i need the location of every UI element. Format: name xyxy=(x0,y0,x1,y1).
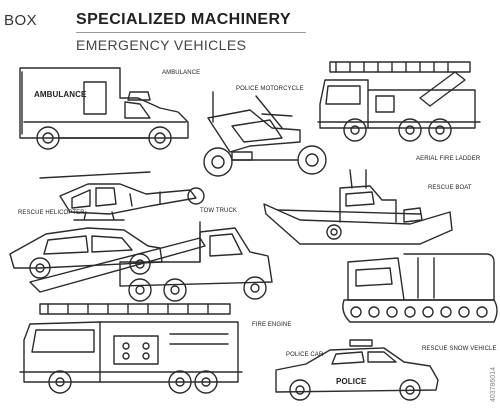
rescue-boat-icon xyxy=(263,169,453,245)
box-label: BOX xyxy=(4,12,38,29)
aerial-fire-ladder-icon xyxy=(317,61,481,142)
label-police-motorcycle: POLICE MOTORCYCLE xyxy=(236,86,304,92)
label-fire-engine: FIRE ENGINE xyxy=(252,322,292,328)
label-rescue-boat: RESCUE BOAT xyxy=(428,185,472,191)
ambulance-body-text: AMBULANCE xyxy=(34,90,87,99)
police-car-body-text: POLICE xyxy=(336,377,367,386)
page-subtitle: EMERGENCY VEHICLES xyxy=(76,37,247,53)
ambulance-icon xyxy=(19,67,189,150)
tow-truck-icon xyxy=(9,221,273,302)
rescue-helicopter-icon xyxy=(39,171,205,221)
police-car-icon xyxy=(275,339,439,401)
rescue-snow-vehicle-icon xyxy=(342,253,498,323)
label-tow-truck: TOW TRUCK xyxy=(200,208,238,214)
label-rescue-snow-vehicle: RESCUE SNOW VEHICLE xyxy=(422,346,497,352)
header-divider xyxy=(76,32,306,33)
label-ambulance: AMBULANCE xyxy=(162,70,201,76)
page-title: SPECIALIZED MACHINERY xyxy=(76,11,291,28)
police-motorcycle-icon xyxy=(203,91,327,177)
label-aerial-fire-ladder: AERIAL FIRE LADDER xyxy=(416,156,481,162)
label-rescue-helicopter: RESCUE HELICOPTER xyxy=(18,210,85,216)
label-police-car: POLICE CAR xyxy=(286,352,324,358)
header: BOX SPECIALIZED MACHINERY EMERGENCY VEHI… xyxy=(4,9,306,59)
fire-engine-icon xyxy=(19,303,243,394)
watermark-code: 403786014 xyxy=(490,366,497,402)
